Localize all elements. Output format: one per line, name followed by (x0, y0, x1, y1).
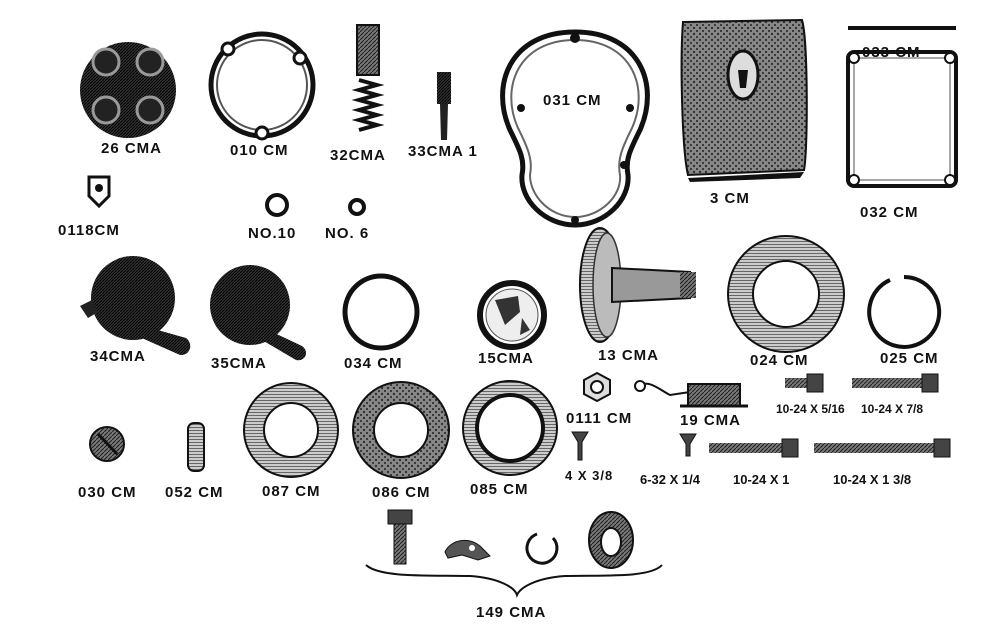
part-screw-10-24x5-16 (785, 373, 824, 393)
label-10-24x1-3-8: 10-24 X 1 3/8 (833, 472, 912, 487)
part-025cm-snap-ring (867, 274, 942, 349)
label-13cma: 13 CMA (598, 347, 660, 364)
label-33cma1: 33CMA 1 (408, 143, 478, 160)
part-no6-washer (348, 198, 366, 216)
label-no6: NO. 6 (325, 225, 370, 242)
part-0118cm-plate (87, 175, 111, 209)
label-35cma: 35CMA (211, 355, 267, 372)
label-034cm: 034 CM (344, 355, 403, 372)
part-0111cm-nut (583, 371, 611, 403)
part-086cm-disc (352, 381, 450, 479)
part-33cma1-brush (437, 72, 451, 140)
part-032cm-gasket (846, 50, 958, 188)
part-087cm-disc (243, 382, 339, 478)
part-13cma-gear-shaft (579, 227, 696, 343)
part-screw-6-32x1-4 (679, 433, 697, 457)
label-010cm: 010 CM (230, 142, 289, 159)
part-screw-10-24x1-3-8 (814, 438, 951, 458)
part-screw-10-24x1 (709, 438, 799, 458)
label-032cm: 032 CM (860, 204, 919, 221)
part-033cm-rod (848, 26, 956, 30)
label-149cma: 149 CMA (476, 604, 547, 621)
part-030cm-screw-head (89, 426, 125, 462)
label-34cma: 34CMA (90, 348, 146, 365)
label-19cma: 19 CMA (680, 412, 742, 429)
label-0111cm: 0111 CM (566, 410, 633, 427)
part-085cm-cup (462, 380, 558, 476)
label-4x3-8: 4 X 3/8 (565, 468, 614, 483)
part-19cma-condenser (634, 380, 748, 408)
label-10-24x1: 10-24 X 1 (733, 472, 790, 487)
label-10-24x7-8: 10-24 X 7/8 (861, 402, 924, 416)
part-3cm-housing-cover (680, 18, 808, 182)
label-025cm: 025 CM (880, 350, 939, 367)
label-086cm: 086 CM (372, 484, 431, 501)
label-0118cm: 0118CM (58, 222, 120, 239)
part-35cma-plate (210, 265, 307, 361)
part-screw-10-24x7-8 (852, 373, 939, 393)
label-10-24x5-16: 10-24 X 5/16 (776, 402, 845, 416)
part-149cma-kit (365, 509, 663, 598)
label-030cm: 030 CM (78, 484, 137, 501)
label-052cm: 052 CM (165, 484, 224, 501)
label-no10: NO.10 (248, 225, 297, 242)
label-024cm: 024 CM (750, 352, 809, 369)
label-32cma: 32CMA (330, 147, 386, 164)
part-26cma-brush-plate (80, 42, 176, 138)
part-no10-washer (265, 193, 289, 217)
label-26cma: 26 CMA (101, 140, 163, 157)
label-033cm: 033 CM (862, 44, 921, 61)
label-087cm: 087 CM (262, 483, 321, 500)
label-6-32x1-4: 6-32 X 1/4 (640, 472, 700, 487)
label-15cma: 15CMA (478, 350, 534, 367)
label-085cm: 085 CM (470, 481, 529, 498)
label-3cm: 3 CM (710, 190, 750, 207)
part-32cma-brush-spring (351, 24, 385, 132)
label-031cm: 031 CM (543, 92, 602, 109)
part-screw-4x3-8 (571, 431, 589, 461)
part-15cma-brake-shoe (477, 280, 547, 350)
part-34cma-plate (80, 256, 191, 356)
part-024cm-disc (727, 235, 845, 353)
part-031cm-gasket (500, 29, 650, 228)
part-010cm-gasket (208, 31, 316, 141)
part-034cm-ring (342, 273, 420, 351)
part-052cm-pin (187, 422, 205, 472)
